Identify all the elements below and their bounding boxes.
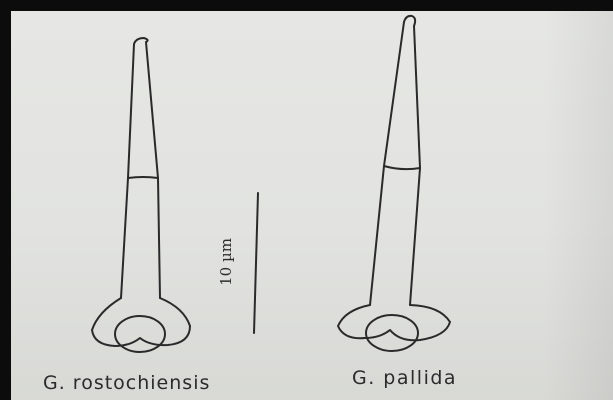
stylet-knob-center-rostochiensis: [115, 316, 165, 352]
stylet-junction-rostochiensis: [128, 177, 158, 178]
stylet-rostochiensis: [92, 38, 190, 352]
scale-bar-label: 10 µm: [217, 238, 235, 286]
stylet-knobs-pallida: [338, 305, 450, 340]
stylet-knobs-rostochiensis: [92, 298, 190, 346]
stylet-tip-pallida: [404, 16, 415, 26]
stylet-junction-pallida: [384, 166, 420, 169]
stylet-cone-pallida: [384, 22, 420, 168]
scale-bar: [254, 193, 258, 333]
stylet-cone-rostochiensis: [128, 38, 158, 178]
stylet-pallida: [338, 16, 450, 351]
stylet-shaft-pallida: [370, 166, 420, 305]
stylet-shaft-rostochiensis: [121, 178, 160, 298]
specimen-label-pallida: G. pallida: [352, 367, 457, 389]
specimen-label-rostochiensis: G. rostochiensis: [43, 372, 210, 394]
